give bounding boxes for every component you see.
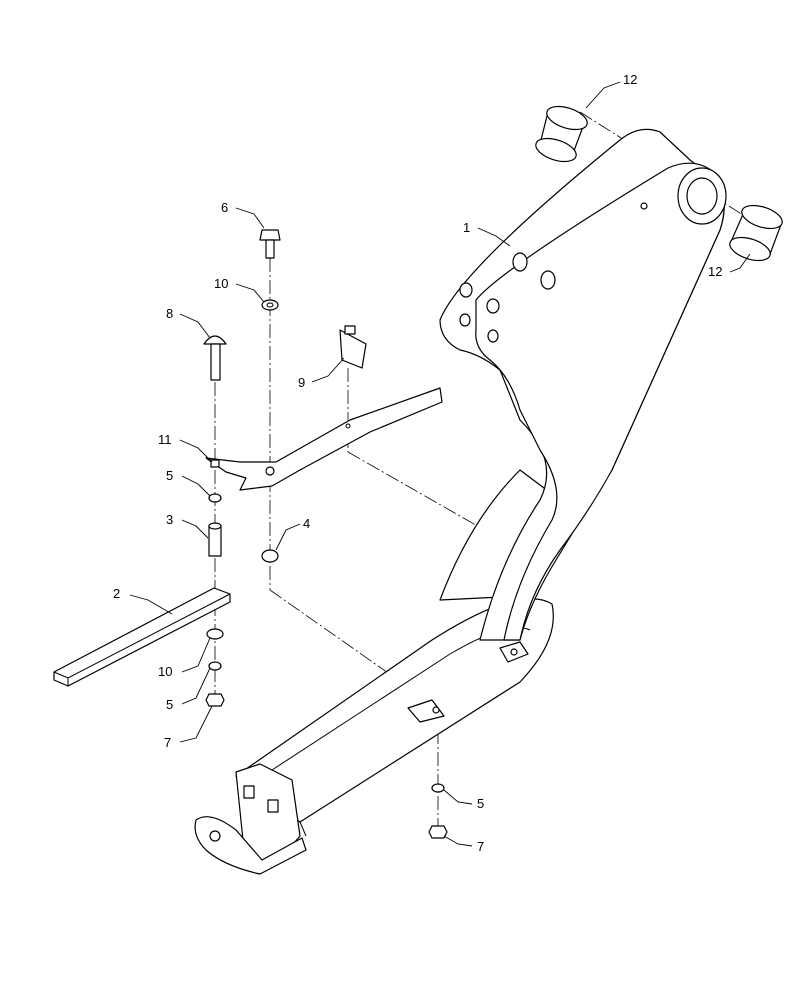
leader-12a	[585, 81, 621, 109]
leader-11	[179, 439, 213, 463]
bolt-6	[259, 229, 281, 259]
link-bar-hole-small	[345, 423, 351, 429]
rear-tab-hole	[510, 648, 518, 656]
washer-5-lower	[208, 661, 222, 671]
nut-7-right	[428, 825, 448, 839]
sleeve-3	[208, 522, 222, 557]
leader-lines	[129, 81, 751, 847]
leader-5a	[181, 475, 211, 497]
callout-12-upper: 12	[623, 72, 637, 87]
leader-8	[179, 313, 211, 339]
front-tab-hole	[432, 706, 440, 714]
link-bar-slot	[210, 459, 220, 468]
washer-10-upper-bore	[266, 302, 274, 308]
leader-5b	[181, 667, 211, 705]
callout-12-lower: 12	[708, 264, 722, 279]
callout-10-upper: 10	[214, 276, 228, 291]
leader-6	[235, 207, 265, 229]
leader-2	[129, 594, 173, 615]
bar-body	[53, 587, 231, 687]
callout-11: 11	[158, 432, 172, 447]
carriage-bolt-shank	[210, 343, 221, 381]
link-bar-hole	[265, 466, 275, 476]
bushing-end	[741, 204, 783, 230]
leader-7b	[443, 835, 473, 847]
foot-slot	[267, 799, 279, 813]
bolt-shank	[265, 239, 275, 259]
plate-hole	[640, 202, 648, 210]
plate-hole	[459, 282, 473, 298]
callout-5-right: 5	[477, 796, 484, 811]
callout-7-left: 7	[164, 735, 171, 750]
callout-1: 1	[463, 220, 470, 235]
washer-5-upper	[208, 493, 222, 503]
callout-5-upper: 5	[166, 468, 173, 483]
bolt-head	[259, 229, 281, 241]
plate-hole	[540, 270, 556, 290]
callout-3: 3	[166, 512, 173, 527]
washer-10-lower	[206, 628, 224, 640]
callout-8: 8	[166, 306, 173, 321]
bushing-end	[546, 105, 588, 131]
leader-10b	[181, 637, 211, 673]
leader-1	[477, 227, 511, 247]
plate-hole	[459, 313, 471, 327]
plate-hole	[486, 298, 500, 314]
callout-9: 9	[298, 375, 305, 390]
foot-slot	[243, 785, 255, 799]
leader-9	[311, 357, 345, 383]
leader-10a	[235, 283, 265, 303]
leader-5c	[443, 789, 473, 805]
callout-4: 4	[303, 516, 310, 531]
main-arm-frame	[194, 128, 727, 875]
leader-12b	[729, 253, 751, 273]
front-mounting-tab	[407, 699, 445, 723]
foot-saddle	[194, 816, 307, 875]
callout-6: 6	[221, 200, 228, 215]
sleeve-top	[208, 522, 222, 530]
bushing-end	[535, 137, 577, 163]
sleeve-body	[208, 525, 222, 557]
leader-3	[181, 519, 209, 539]
pin-head	[344, 325, 356, 335]
callouts: 1 2 3 4 5 5 5 6 7 7 8 9 10 10 11 12 12	[113, 72, 722, 854]
arm-side-plate-front	[475, 162, 725, 641]
leader-7a	[179, 705, 213, 743]
plate-hole	[512, 252, 528, 272]
bushing-lower	[729, 204, 783, 262]
carriage-bolt-8	[203, 335, 227, 381]
plate-hole	[487, 329, 499, 343]
washer-10-upper	[261, 299, 279, 311]
leader-4	[275, 523, 301, 551]
callout-5-lower: 5	[166, 697, 173, 712]
pivot-bore	[686, 177, 718, 215]
callout-10-lower: 10	[158, 664, 172, 679]
link-bar-11	[205, 387, 443, 491]
foot-hole	[209, 830, 221, 842]
bar-2	[53, 587, 231, 687]
spacer-4	[261, 549, 279, 563]
callout-7-right: 7	[477, 839, 484, 854]
bushing-upper	[535, 105, 588, 163]
washer-5-right	[431, 783, 445, 793]
nut-7-left	[205, 693, 225, 707]
pin-9	[339, 325, 367, 369]
callout-2: 2	[113, 586, 120, 601]
pin-body	[339, 329, 367, 369]
boom-beam-end-edge	[299, 821, 307, 837]
boom-beam	[235, 598, 554, 823]
carriage-bolt-head	[203, 335, 227, 345]
